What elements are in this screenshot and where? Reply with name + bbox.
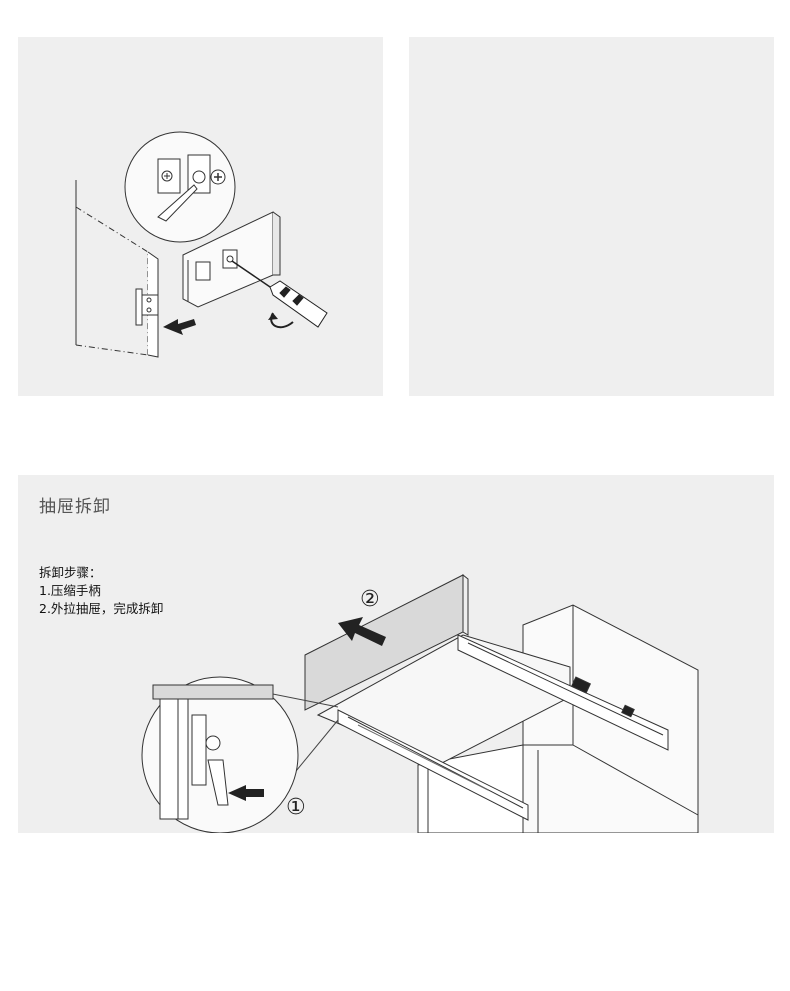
callout-step-2: ② — [360, 587, 380, 612]
step-1: 1.压缩手柄 — [39, 583, 101, 598]
drawer-front — [304, 573, 469, 711]
front-removal-diagram — [75, 131, 328, 358]
screwdriver-icon — [231, 260, 328, 328]
drawer-removal-panel: 抽屉拆卸 拆卸步骤： 1.压缩手柄 2.外拉抽屉，完成拆卸 ② ① — [18, 475, 774, 833]
slide-rails — [337, 634, 669, 821]
drawer-clip — [195, 249, 238, 281]
illustration-panel-front-removal — [18, 37, 383, 396]
side-bracket — [135, 288, 159, 326]
section-title: 抽屉拆卸 — [39, 497, 111, 517]
drawer-removal-diagram — [141, 573, 699, 833]
removal-steps: 拆卸步骤： 1.压缩手柄 2.外拉抽屉，完成拆卸 — [39, 564, 163, 618]
blank-panel — [409, 37, 774, 396]
direction-arrow-icon — [163, 319, 196, 335]
rotate-arrow-icon — [268, 312, 294, 329]
step-2: 2.外拉抽屉，完成拆卸 — [39, 601, 164, 616]
detail-magnifier — [124, 131, 236, 243]
direction-arrow-icon — [338, 617, 386, 646]
detail-magnifier — [141, 676, 339, 833]
callout-step-1: ① — [286, 795, 306, 820]
steps-heading: 拆卸步骤： — [39, 565, 102, 580]
